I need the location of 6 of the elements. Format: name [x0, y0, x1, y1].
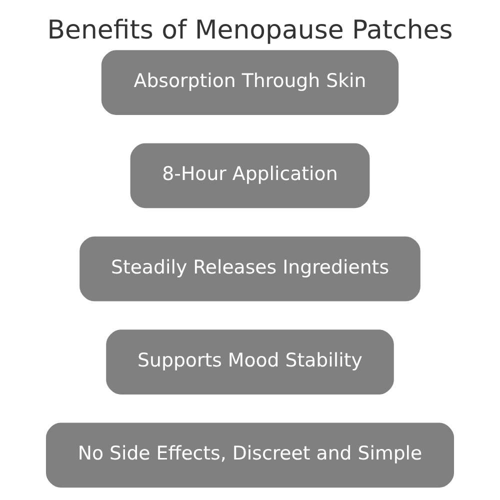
- node-box: Supports Mood Stability: [106, 330, 394, 394]
- node-box: Absorption Through Skin: [101, 50, 399, 115]
- node-box: 8-Hour Application: [130, 143, 370, 208]
- diagram-title: Benefits of Menopause Patches: [47, 15, 453, 46]
- node-box: No Side Effects, Discreet and Simple: [46, 422, 454, 488]
- node-box: Steadily Releases Ingredients: [80, 236, 420, 302]
